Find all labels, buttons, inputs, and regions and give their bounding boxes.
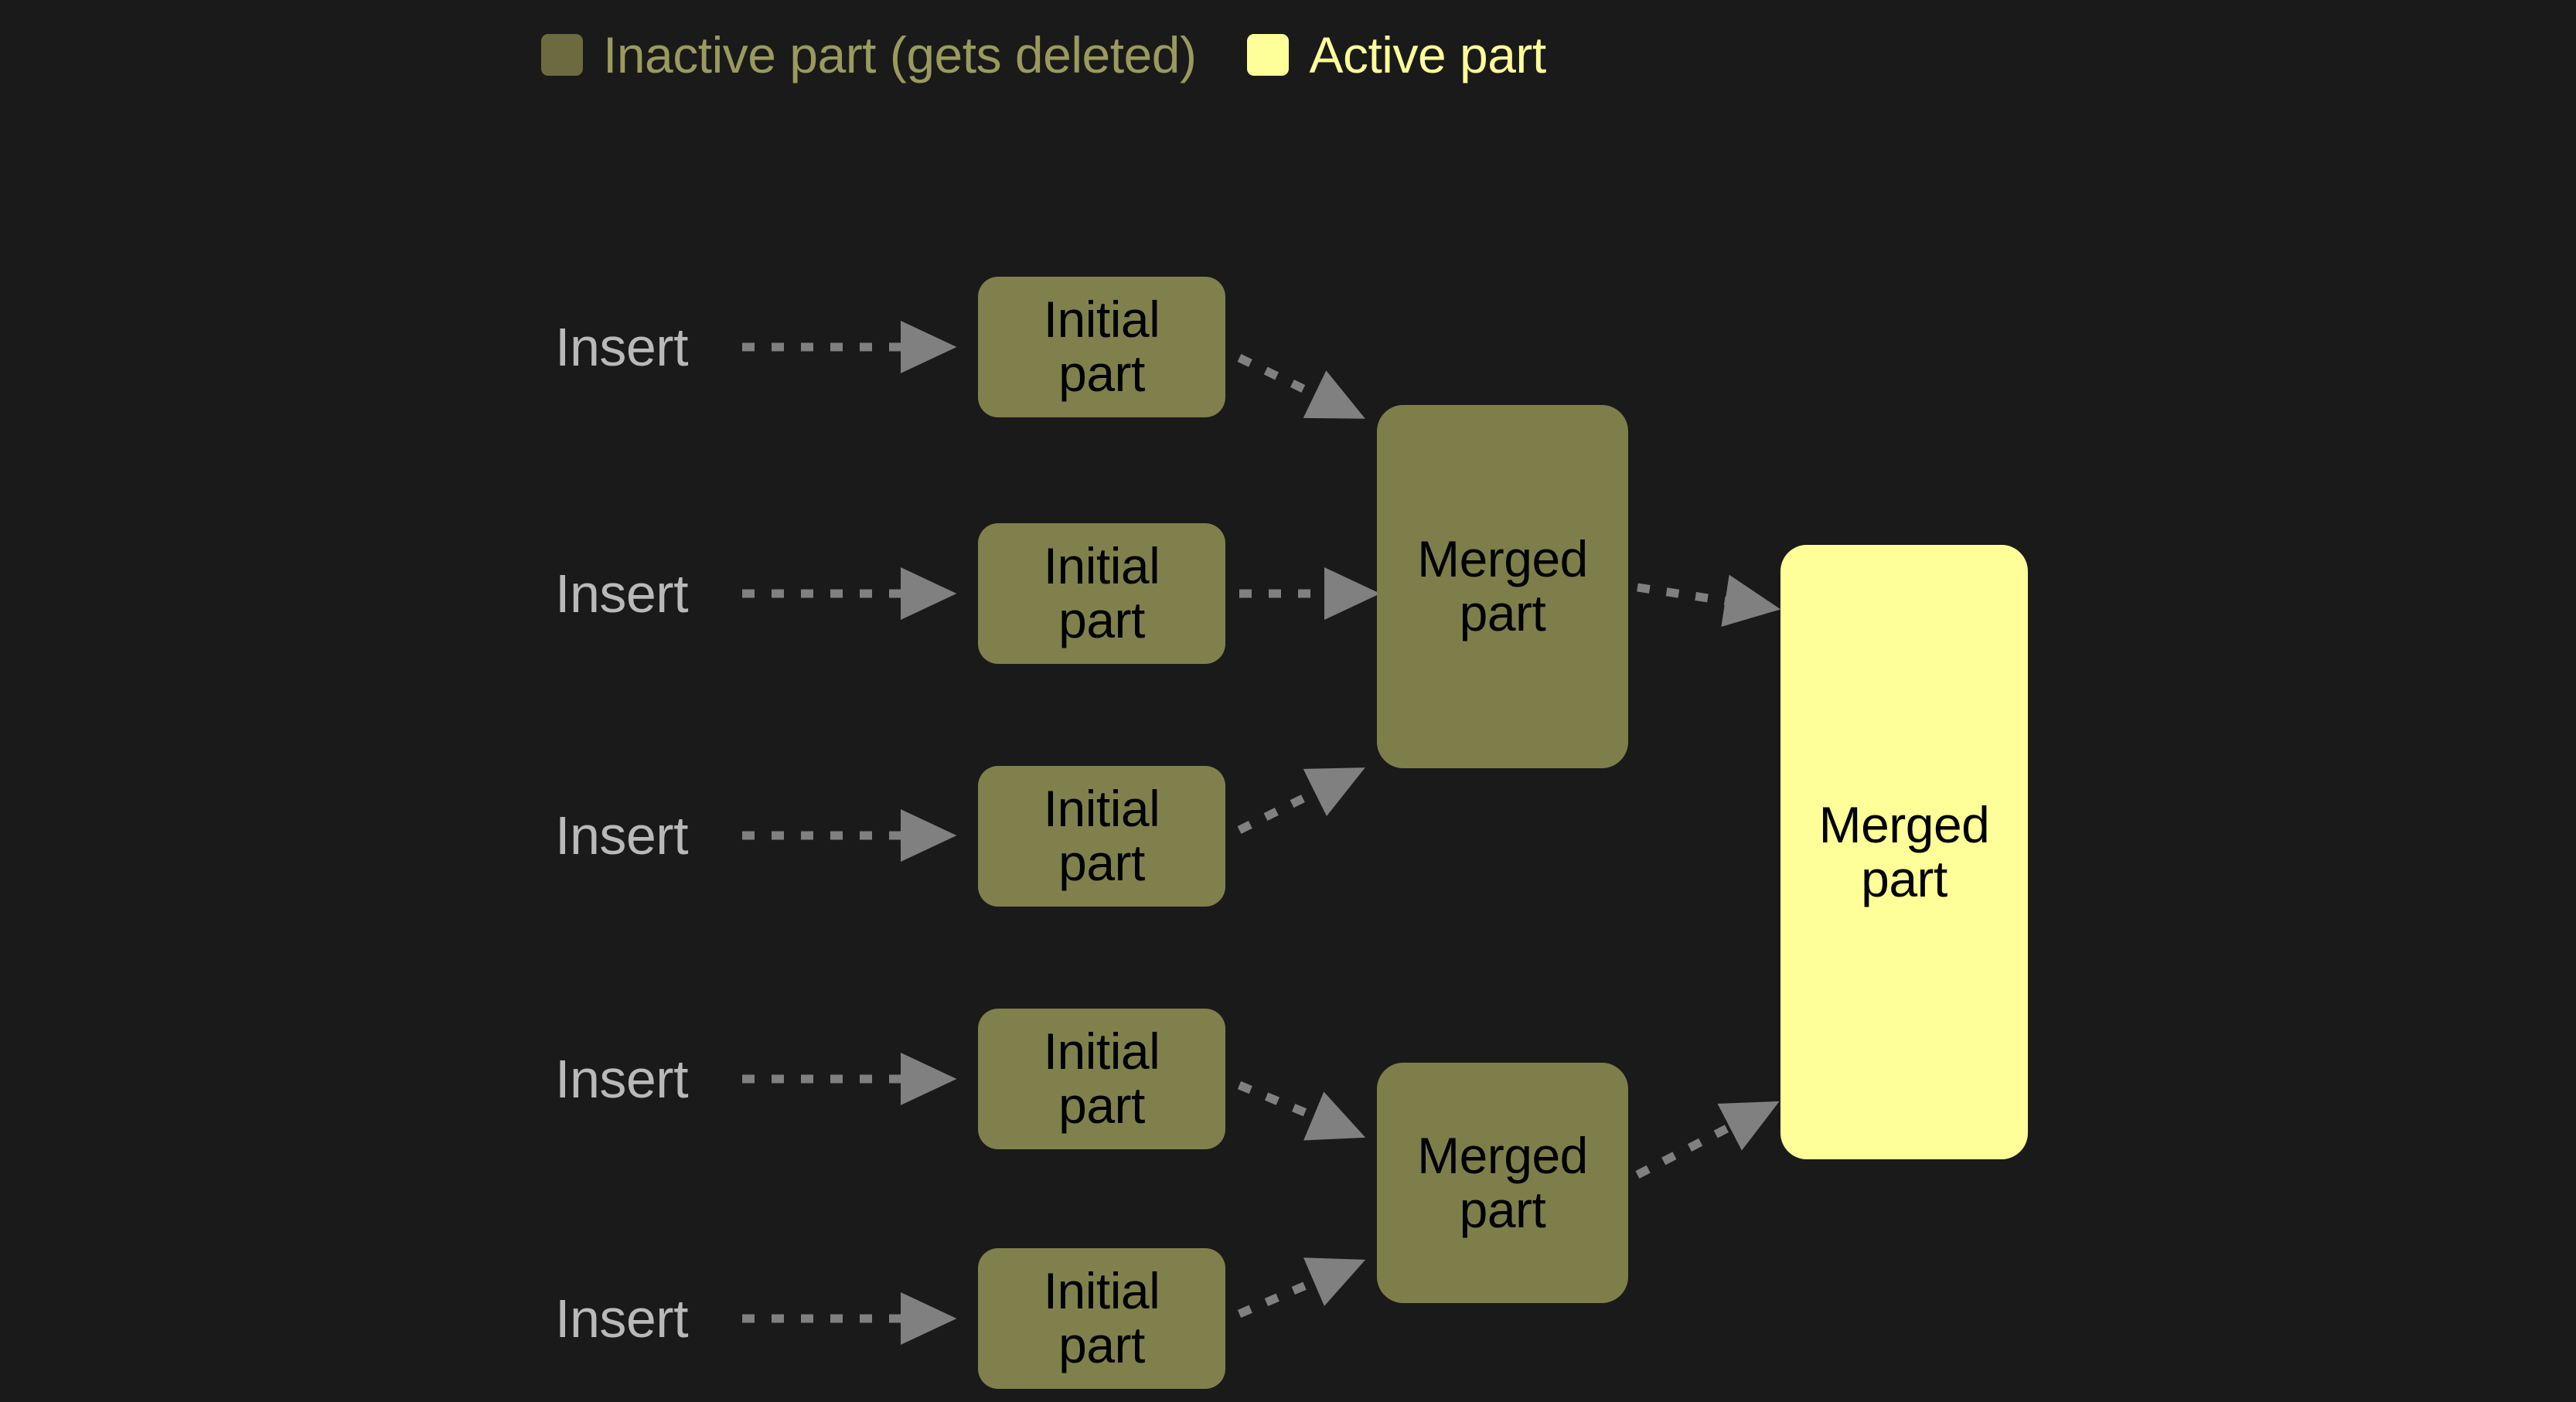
insert-label-2: Insert [555, 563, 689, 624]
node-initial-part-3-label: Initial part [1043, 780, 1160, 891]
node-initial-part-3[interactable]: Initial part [978, 766, 1225, 907]
node-merged-part-1[interactable]: Merged part [1377, 405, 1628, 768]
node-initial-part-4[interactable]: Initial part [978, 1009, 1225, 1149]
legend-swatch-inactive-icon [541, 34, 583, 76]
node-initial-part-2-label: Initial part [1043, 537, 1160, 648]
node-initial-part-5[interactable]: Initial part [978, 1248, 1225, 1389]
arrow-initial4-to-merged2 [1237, 1080, 1366, 1141]
insert-label-4: Insert [555, 1049, 689, 1109]
arrow-initial3-to-merged1 [1237, 767, 1365, 834]
insert-label-3: Insert [555, 805, 689, 866]
legend: Inactive part (gets deleted) Active part [541, 22, 1546, 88]
legend-swatch-active-icon [1247, 34, 1290, 76]
node-initial-part-4-label: Initial part [1043, 1023, 1160, 1134]
legend-item-inactive: Inactive part (gets deleted) [541, 26, 1197, 83]
arrow-initial1-to-merged1 [1237, 354, 1365, 419]
node-merged-part-active[interactable]: Merged part [1780, 545, 2028, 1159]
node-merged-part-2[interactable]: Merged part [1377, 1063, 1628, 1303]
node-merged-part-1-label: Merged part [1417, 530, 1588, 641]
node-merged-part-active-label: Merged part [1818, 795, 1990, 907]
node-merged-part-2-label: Merged part [1417, 1126, 1588, 1238]
arrow-merged1-to-final [1637, 574, 1781, 628]
legend-item-active: Active part [1247, 26, 1546, 83]
arrow-initial5-to-merged2 [1237, 1257, 1366, 1319]
node-initial-part-2[interactable]: Initial part [978, 523, 1225, 664]
legend-label-active: Active part [1309, 26, 1546, 83]
node-initial-part-1[interactable]: Initial part [978, 277, 1225, 417]
insert-label-1: Insert [555, 317, 689, 377]
node-initial-part-1-label: Initial part [1043, 291, 1160, 402]
legend-label-inactive: Inactive part (gets deleted) [603, 26, 1197, 83]
insert-label-5: Insert [555, 1288, 689, 1349]
node-initial-part-5-label: Initial part [1043, 1262, 1160, 1373]
arrow-merged2-to-final [1635, 1101, 1780, 1179]
